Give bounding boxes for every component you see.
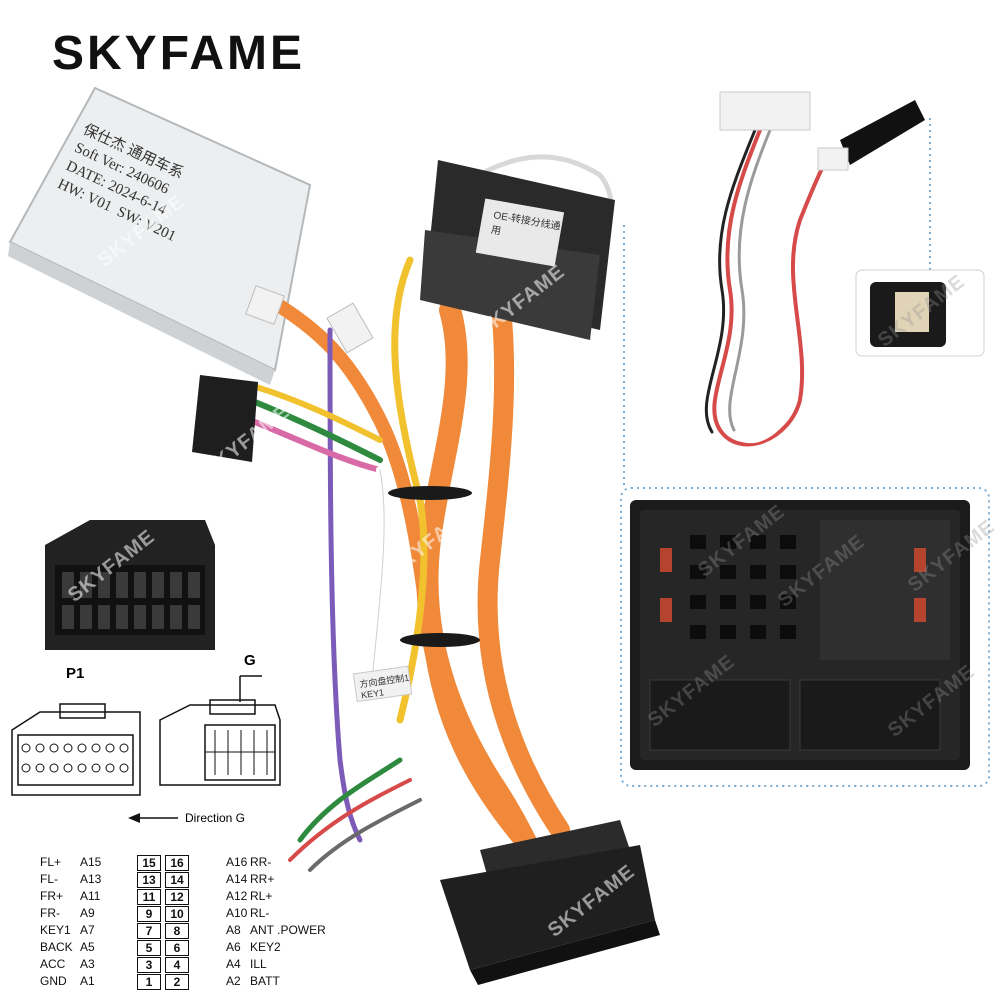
pin-cell-right: 14 — [165, 872, 189, 888]
pin-left-name: GND — [40, 974, 67, 988]
inline-module — [840, 100, 925, 165]
pin-right-name: KEY2 — [250, 940, 281, 954]
p1-diagram — [11, 703, 141, 796]
pin-left-name: FR- — [40, 906, 60, 920]
pin-cell-left: 9 — [137, 906, 161, 922]
pin-cell-right: 6 — [165, 940, 189, 956]
pin-cell-left: 7 — [137, 923, 161, 939]
pin-right-code: A2 — [226, 974, 241, 988]
white-plug-2 — [245, 285, 285, 325]
pin-right-name: RL+ — [250, 889, 273, 903]
direction-label: Direction G — [185, 811, 246, 825]
pin-right-code: A4 — [226, 957, 241, 971]
brand-logo: SKYFAME — [52, 27, 306, 80]
callout-frame-large — [620, 487, 990, 787]
pin-right-code: A10 — [226, 906, 248, 920]
pin-cell-right: 4 — [165, 957, 189, 973]
g-diagram — [159, 675, 281, 786]
pin-cell-left: 5 — [137, 940, 161, 956]
pin-left-code: A3 — [80, 957, 95, 971]
p1-label: P1 — [66, 665, 85, 682]
iso-plug-left — [192, 375, 258, 462]
pin-cell-left: 13 — [137, 872, 161, 888]
pin-left-code: A5 — [80, 940, 95, 954]
iso-16pin-plug — [45, 520, 215, 650]
pin-cell-left: 15 — [137, 855, 161, 871]
pin-right-code: A16 — [226, 855, 248, 869]
cable-tie-2 — [400, 633, 480, 647]
pin-left-name: ACC — [40, 957, 66, 971]
pin-right-name: RR+ — [250, 872, 275, 886]
pin-left-name: FR+ — [40, 889, 64, 903]
g-label: G — [244, 652, 256, 669]
white-socket — [719, 91, 811, 131]
canbus-box — [8, 86, 312, 385]
car-connector-bottom — [440, 820, 660, 985]
pin-left-name: FL+ — [40, 855, 62, 869]
pin-left-code: A11 — [80, 889, 101, 903]
pin-right-name: BATT — [250, 974, 280, 988]
pin-left-code: A7 — [80, 923, 95, 937]
pin-left-code: A9 — [80, 906, 95, 920]
pin-cell-right: 10 — [165, 906, 189, 922]
pin-cell-left: 11 — [137, 889, 161, 905]
pin-cell-right: 12 — [165, 889, 189, 905]
pin-right-code: A6 — [226, 940, 241, 954]
pin-right-name: RR- — [250, 855, 272, 869]
car-connector-face — [630, 500, 970, 770]
white-plug-1 — [326, 302, 374, 354]
pin-cell-left: 1 — [137, 974, 161, 990]
cable-tie-1 — [388, 486, 472, 500]
pin-cell-left: 3 — [137, 957, 161, 973]
pin-left-code: A15 — [80, 855, 102, 869]
pin-right-code: A14 — [226, 872, 248, 886]
direction-arrow — [128, 813, 178, 823]
pin-right-name: ILL — [250, 957, 267, 971]
pin-left-code: A13 — [80, 872, 102, 886]
pin-cell-right: 8 — [165, 923, 189, 939]
pin-right-name: RL- — [250, 906, 270, 920]
pin-right-code: A12 — [226, 889, 248, 903]
oe-connector-top — [420, 160, 615, 340]
pin-left-name: FL- — [40, 872, 58, 886]
wire-tag — [352, 665, 413, 703]
pin-left-code: A1 — [80, 974, 95, 988]
pin-right-code: A8 — [226, 923, 241, 937]
pin-left-name: KEY1 — [40, 923, 71, 937]
extension-cable — [704, 128, 837, 447]
pin-right-name: ANT .POWER — [250, 923, 326, 937]
wire-bundle — [247, 154, 614, 872]
pin-left-name: BACK — [40, 940, 73, 954]
pin-cell-right: 2 — [165, 974, 189, 990]
pin-cell-right: 16 — [165, 855, 189, 871]
